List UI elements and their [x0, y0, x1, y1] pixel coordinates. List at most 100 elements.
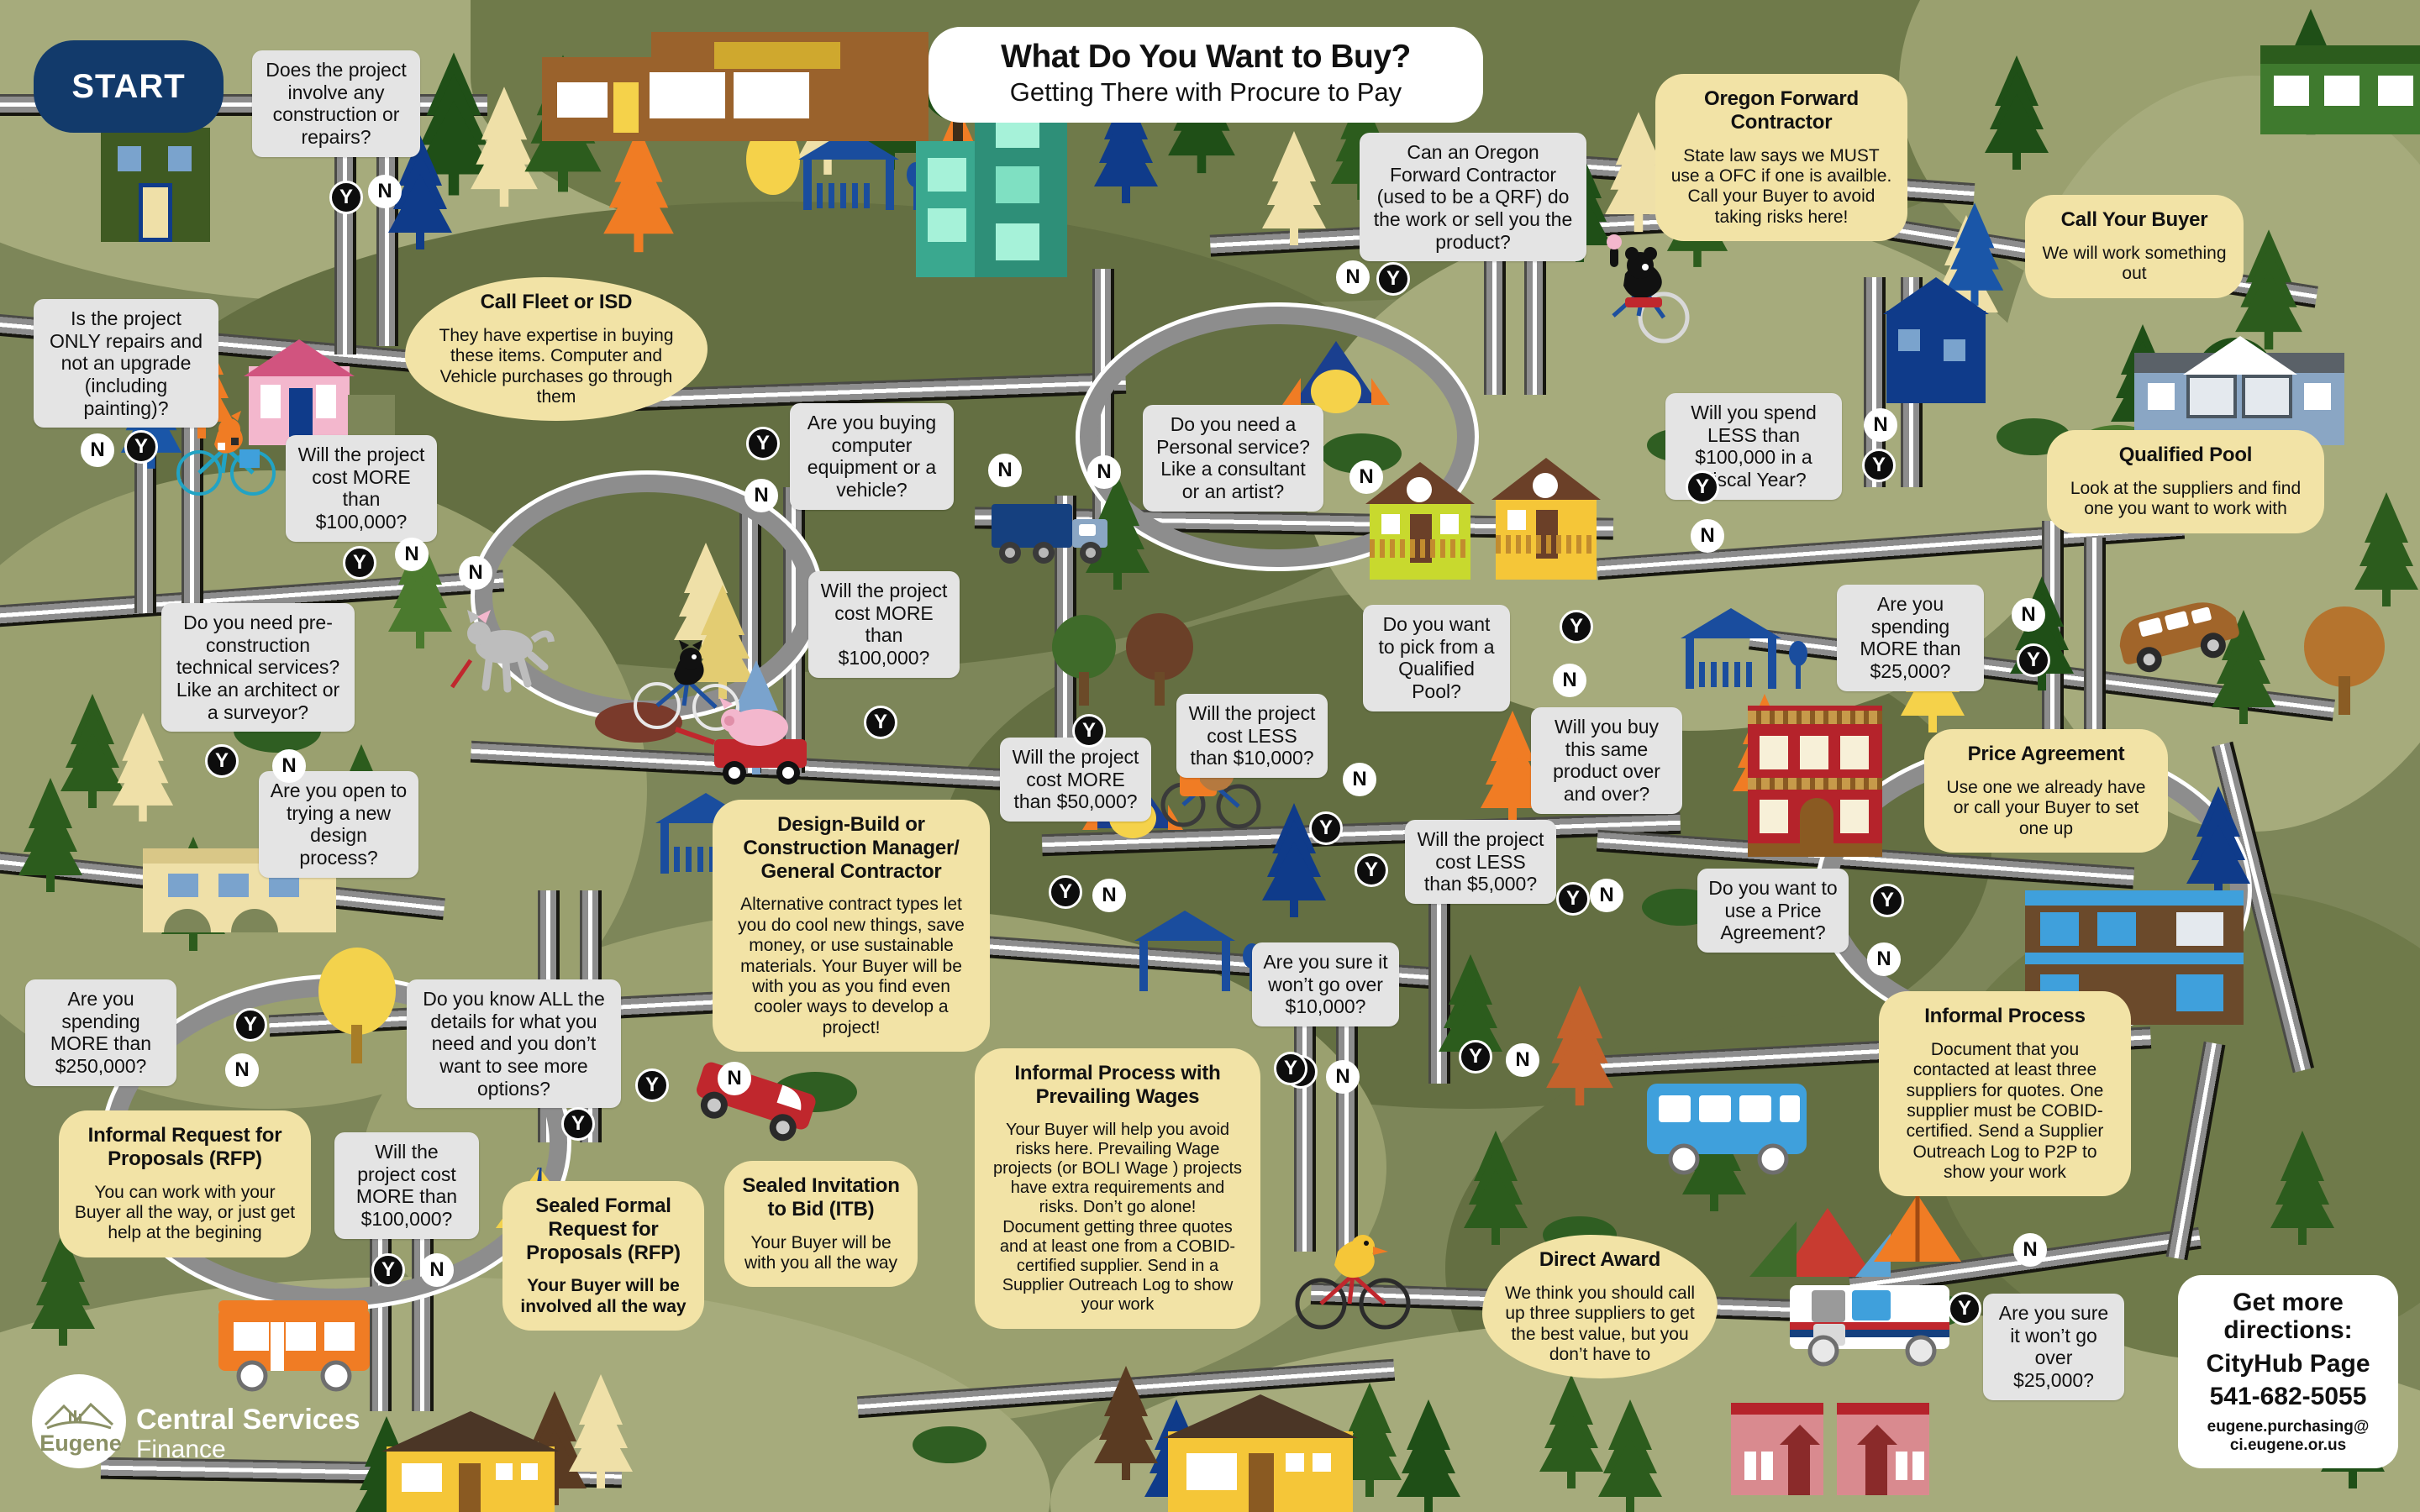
marker-yes[interactable]: Y — [2017, 643, 2050, 677]
outcome-box-sealed-formal-rfp[interactable]: Sealed Formal Request for Proposals (RFP… — [502, 1181, 704, 1331]
marker-yes[interactable]: Y — [864, 706, 897, 739]
question-box-buy-same-product[interactable]: Will you buy this same product over and … — [1531, 707, 1682, 814]
start-button[interactable]: START — [34, 40, 224, 133]
question-box-construction[interactable]: Does the project involve any constructio… — [252, 50, 420, 157]
question-box-sure-25k[interactable]: Are you sure it won’t go over $25,000? — [1983, 1294, 2124, 1400]
marker-yes[interactable]: Y — [1072, 714, 1106, 748]
marker-no[interactable]: N — [1867, 942, 1901, 976]
marker-yes[interactable]: Y — [234, 1008, 267, 1042]
outcome-box-informal-process[interactable]: Informal Process Document that you conta… — [1879, 991, 2131, 1197]
marker-no[interactable]: N — [718, 1062, 751, 1095]
marker-no[interactable]: N — [1336, 260, 1370, 294]
marker-yes[interactable]: Y — [1355, 853, 1388, 887]
question-box-ofc[interactable]: Can an Oregon Forward Contractor (used t… — [1360, 133, 1586, 262]
contact-phone[interactable]: 541-682-5055 — [2209, 1383, 2367, 1410]
question-box-computer-vehicle[interactable]: Are you buying computer equipment or a v… — [790, 403, 954, 510]
question-box-qualified-pool[interactable]: Do you want to pick from a Qualified Poo… — [1363, 605, 1510, 711]
page-title: What Do You Want to Buy? Getting There w… — [929, 27, 1483, 123]
question-box-new-design[interactable]: Are you open to trying a new design proc… — [259, 771, 418, 878]
marker-yes[interactable]: Y — [1274, 1052, 1307, 1085]
marker-no[interactable]: N — [459, 556, 492, 590]
question-box-sure-10k[interactable]: Are you sure it won’t go over $10,000? — [1252, 942, 1399, 1027]
question-box-know-all-details[interactable]: Do you know ALL the details for what you… — [407, 979, 621, 1109]
marker-no[interactable]: N — [1092, 879, 1126, 912]
question-box-spending-250k[interactable]: Are you spending MORE than $250,000? — [25, 979, 176, 1086]
marker-yes[interactable]: Y — [635, 1068, 669, 1102]
question-box-only-repairs[interactable]: Is the project ONLY repairs and not an u… — [34, 299, 218, 428]
marker-yes[interactable]: Y — [1459, 1040, 1492, 1074]
outcome-box-direct-award[interactable]: Direct Award We think you should call up… — [1482, 1235, 1718, 1379]
marker-no[interactable]: N — [744, 479, 778, 512]
outcome-body: Your Buyer will help you avoid risks her… — [992, 1120, 1243, 1217]
marker-yes[interactable]: Y — [1309, 811, 1343, 845]
marker-yes[interactable]: Y — [1870, 884, 1904, 917]
question-box-cost-100k-b[interactable]: Will the project cost MORE than $100,000… — [808, 571, 960, 678]
contact-card[interactable]: Get more directions: CityHub Page 541-68… — [2178, 1275, 2398, 1468]
marker-yes[interactable]: Y — [205, 744, 239, 778]
marker-yes[interactable]: Y — [371, 1253, 405, 1287]
building-icon — [2134, 336, 2344, 445]
marker-no[interactable]: N — [1864, 408, 1897, 442]
marker-no[interactable]: N — [420, 1253, 454, 1287]
outcome-box-price-agreement[interactable]: Price Agreement Use one we already have … — [1924, 729, 2168, 853]
outcome-title: Call Fleet or ISD — [480, 291, 633, 313]
outcome-box-qualified-pool[interactable]: Qualified Pool Look at the suppliers and… — [2047, 430, 2324, 533]
marker-yes[interactable]: Y — [1049, 875, 1082, 909]
contact-cityhub-link[interactable]: CityHub Page — [2206, 1350, 2370, 1378]
marker-yes[interactable]: Y — [1686, 470, 1719, 504]
marker-no[interactable]: N — [1691, 519, 1724, 553]
marker-no[interactable]: N — [1553, 664, 1586, 697]
question-box-cost-100k-a[interactable]: Will the project cost MORE than $100,000… — [286, 435, 437, 542]
marker-yes[interactable]: Y — [1556, 882, 1590, 916]
marker-no[interactable]: N — [225, 1053, 259, 1087]
question-box-personal-service[interactable]: Do you need a Personal service? Like a c… — [1143, 405, 1323, 512]
outcome-box-design-build[interactable]: Design-Build or Construction Manager/ Ge… — [713, 800, 990, 1052]
question-box-cost-more-50k[interactable]: Will the project cost MORE than $50,000? — [1000, 738, 1151, 822]
marker-yes[interactable]: Y — [1948, 1292, 1981, 1326]
marker-no[interactable]: N — [1087, 455, 1121, 489]
marker-no[interactable]: N — [81, 433, 114, 467]
marker-yes[interactable]: Y — [124, 430, 158, 464]
marker-no[interactable]: N — [1590, 879, 1623, 912]
outcome-body: Look at the suppliers and find one you w… — [2070, 478, 2302, 519]
marker-no[interactable]: N — [2013, 1233, 2047, 1267]
marker-yes[interactable]: Y — [1862, 449, 1896, 482]
outcome-box-informal-prevailing-wages[interactable]: Informal Process with Prevailing Wages Y… — [975, 1048, 1260, 1329]
marker-no[interactable]: N — [1349, 460, 1383, 494]
marker-no[interactable]: N — [1506, 1043, 1539, 1077]
question-box-cost-less-5k[interactable]: Will the project cost LESS than $5,000? — [1405, 820, 1556, 905]
outcome-box-call-fleet[interactable]: Call Fleet or ISD They have expertise in… — [405, 277, 708, 422]
marker-no[interactable]: N — [368, 175, 402, 208]
contact-line-1: Get more — [2233, 1289, 2344, 1316]
marker-no[interactable]: N — [395, 538, 429, 571]
contact-email[interactable]: eugene.purchasing@ ci.eugene.or.us — [2207, 1418, 2370, 1454]
building-icon — [1491, 458, 1605, 580]
outcome-box-informal-rfp[interactable]: Informal Request for Proposals (RFP) You… — [59, 1110, 311, 1257]
outcome-box-ofc[interactable]: Oregon Forward Contractor State law says… — [1655, 74, 1907, 242]
marker-yes[interactable]: Y — [746, 427, 780, 460]
marker-no[interactable]: N — [2012, 598, 2045, 632]
outcome-box-sealed-itb[interactable]: Sealed Invitation to Bid (ITB) Your Buye… — [724, 1161, 918, 1288]
marker-yes[interactable]: Y — [1560, 610, 1593, 643]
question-box-spending-25k[interactable]: Are you spending MORE than $25,000? — [1837, 585, 1984, 691]
marker-yes[interactable]: Y — [1376, 262, 1410, 296]
marker-yes[interactable]: Y — [561, 1107, 595, 1141]
marker-no[interactable]: N — [988, 454, 1022, 487]
marker-no[interactable]: N — [1343, 763, 1376, 796]
outcome-box-call-buyer[interactable]: Call Your Buyer We will work something o… — [2025, 195, 2244, 298]
question-box-use-price-agreement[interactable]: Do you want to use a Price Agreement? — [1697, 869, 1849, 953]
marker-yes[interactable]: Y — [329, 181, 363, 214]
building-icon — [381, 1411, 560, 1512]
outcome-body: Use one we already have or call your Buy… — [1946, 777, 2146, 838]
marker-no[interactable]: N — [272, 749, 306, 783]
question-box-cost-100k-c[interactable]: Will the project cost MORE than $100,000… — [334, 1132, 479, 1239]
marker-no[interactable]: N — [1326, 1060, 1360, 1094]
building-icon — [1748, 706, 1882, 857]
logo-division: Finance — [136, 1436, 226, 1463]
building-icon — [244, 336, 395, 445]
marker-yes[interactable]: Y — [343, 546, 376, 580]
logo-wordmark: Eugene — [39, 1431, 122, 1456]
question-box-cost-less-10k[interactable]: Will the project cost LESS than $10,000? — [1176, 694, 1328, 779]
question-box-preconstruction[interactable]: Do you need pre-construction technical s… — [161, 603, 355, 732]
title-subheading: Getting There with Procure to Pay — [1009, 77, 1402, 107]
